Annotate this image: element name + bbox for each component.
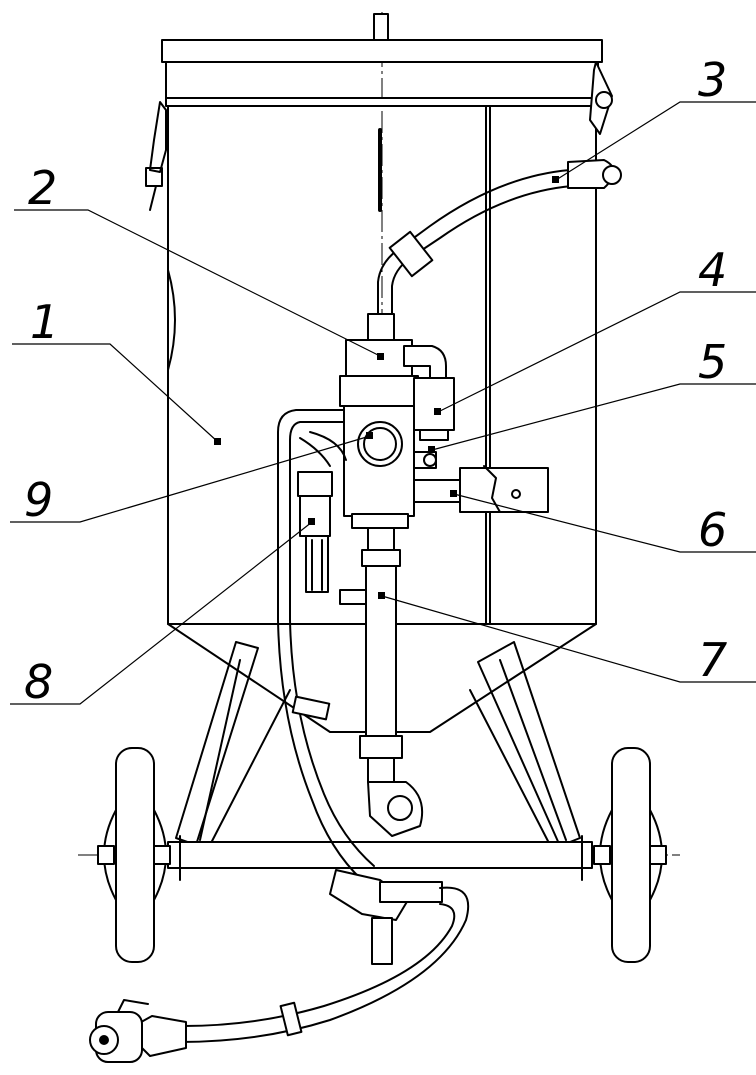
callout-5: 5 [698, 335, 727, 389]
right-wheel [593, 747, 667, 963]
outlet-hose [89, 869, 470, 1063]
left-wheel [97, 747, 171, 963]
callout-labels: 1 2 3 4 5 6 7 8 9 [24, 53, 727, 709]
callout-2: 2 [28, 161, 57, 215]
callout-4: 4 [698, 243, 727, 297]
callout-7: 7 [698, 633, 727, 687]
callout-6: 6 [698, 503, 727, 557]
control-hose [277, 409, 375, 881]
callout-1: 1 [30, 295, 59, 349]
leader-lines [10, 101, 756, 705]
frame-legs [167, 641, 593, 881]
callout-9: 9 [24, 473, 53, 527]
callout-3: 3 [698, 53, 727, 107]
metering-pipe [339, 527, 424, 837]
air-hose-top [377, 159, 622, 319]
tank-body [145, 13, 613, 733]
callout-8: 8 [24, 655, 53, 709]
valve-assembly [339, 313, 549, 529]
